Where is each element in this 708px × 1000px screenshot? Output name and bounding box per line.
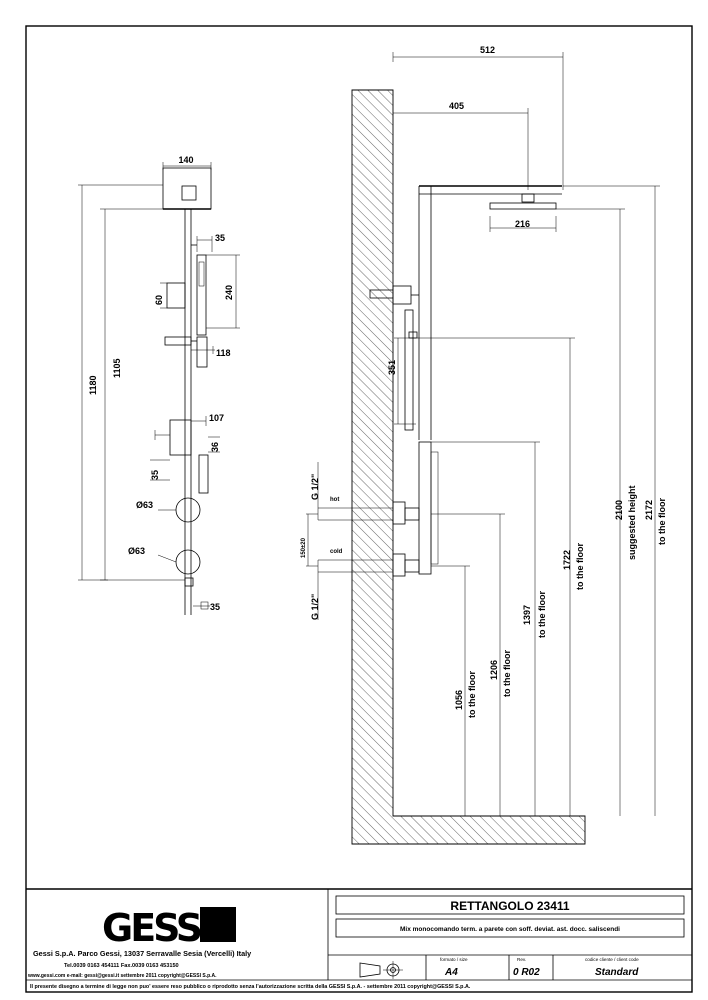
dim-1105: 1105 xyxy=(112,358,122,378)
sheet-border xyxy=(25,25,693,993)
dim-118: 118 xyxy=(216,348,231,358)
side-view: 512 405 216 351 xyxy=(301,45,667,845)
shower-head-side xyxy=(489,202,557,210)
label-cold: cold xyxy=(330,549,343,555)
dim-1397: 1397 xyxy=(522,605,532,625)
format-val: A4 xyxy=(444,967,458,978)
dim-35-top: 35 xyxy=(215,233,225,243)
logo-gessi: GESSI xyxy=(102,906,211,950)
to-floor-2172: to the floor xyxy=(657,498,667,545)
dim-36: 36 xyxy=(210,442,220,452)
label-hot: hot xyxy=(330,497,339,503)
projection-symbol-icon xyxy=(359,961,403,979)
company-line: Gessi S.p.A. Parco Gessi, 13037 Serraval… xyxy=(33,949,252,958)
format-head: formato / size xyxy=(440,957,468,962)
shower-head-front xyxy=(162,167,212,210)
to-floor-1397: to the floor xyxy=(537,591,547,638)
dia-63-a: Ø63 xyxy=(136,500,153,510)
web-line: www.gessi.com e-mail: gessi@gessi.it set… xyxy=(27,973,217,979)
to-floor-1056: to the floor xyxy=(467,671,477,718)
phone-line: Tel.0039 0163 454111 Fax.0039 0163 45315… xyxy=(64,963,179,969)
dim-2172: 2172 xyxy=(644,500,654,520)
hand-shower-front xyxy=(196,254,207,336)
dim-1056: 1056 xyxy=(454,690,464,710)
dim-1722: 1722 xyxy=(562,550,572,570)
code-head: codice cliente / client code xyxy=(585,957,639,962)
to-floor-1206: to the floor xyxy=(502,650,512,697)
rev-val: 0 R02 xyxy=(513,967,540,978)
thread-top: G 1/2" xyxy=(310,474,320,500)
dim-216: 216 xyxy=(515,219,530,229)
thread-bottom: G 1/2" xyxy=(310,594,320,620)
dim-1206: 1206 xyxy=(489,660,499,680)
code-val: Standard xyxy=(595,967,639,978)
dim-405: 405 xyxy=(449,101,464,111)
dim-240: 240 xyxy=(224,285,234,300)
to-floor-1722: to the floor xyxy=(575,543,585,590)
dim-35-bottom: 35 xyxy=(210,602,220,612)
product-desc: Mix monocomando term. a parete con soff.… xyxy=(400,926,620,933)
dim-60: 60 xyxy=(154,295,164,305)
wall-hatch xyxy=(351,89,586,845)
handle-circle-bottom xyxy=(175,549,201,575)
dim-351: 351 xyxy=(387,360,397,375)
title-block: GESSI Gessi S.p.A. Parco Gessi, 13037 Se… xyxy=(26,888,692,990)
disclaimer: Il presente disegno a termine di legge n… xyxy=(30,984,471,990)
slide-bar xyxy=(404,309,414,431)
dim-512: 512 xyxy=(480,45,495,55)
suggested-height: suggested height xyxy=(627,485,637,560)
dim-140: 140 xyxy=(178,155,193,165)
rev-head: Rev. xyxy=(517,957,526,962)
dim-2100: 2100 xyxy=(614,500,624,520)
dim-107: 107 xyxy=(209,413,224,423)
handle-circle-top xyxy=(175,497,201,523)
logo-block xyxy=(200,907,236,942)
dim-150: 150±20 xyxy=(301,537,307,558)
front-view: 140 35 240 60 118 xyxy=(78,155,240,615)
product-title: RETTANGOLO 23411 xyxy=(450,899,569,913)
dim-1180: 1180 xyxy=(88,375,98,395)
dim-35-mid: 35 xyxy=(150,470,160,480)
dia-63-b: Ø63 xyxy=(128,546,145,556)
